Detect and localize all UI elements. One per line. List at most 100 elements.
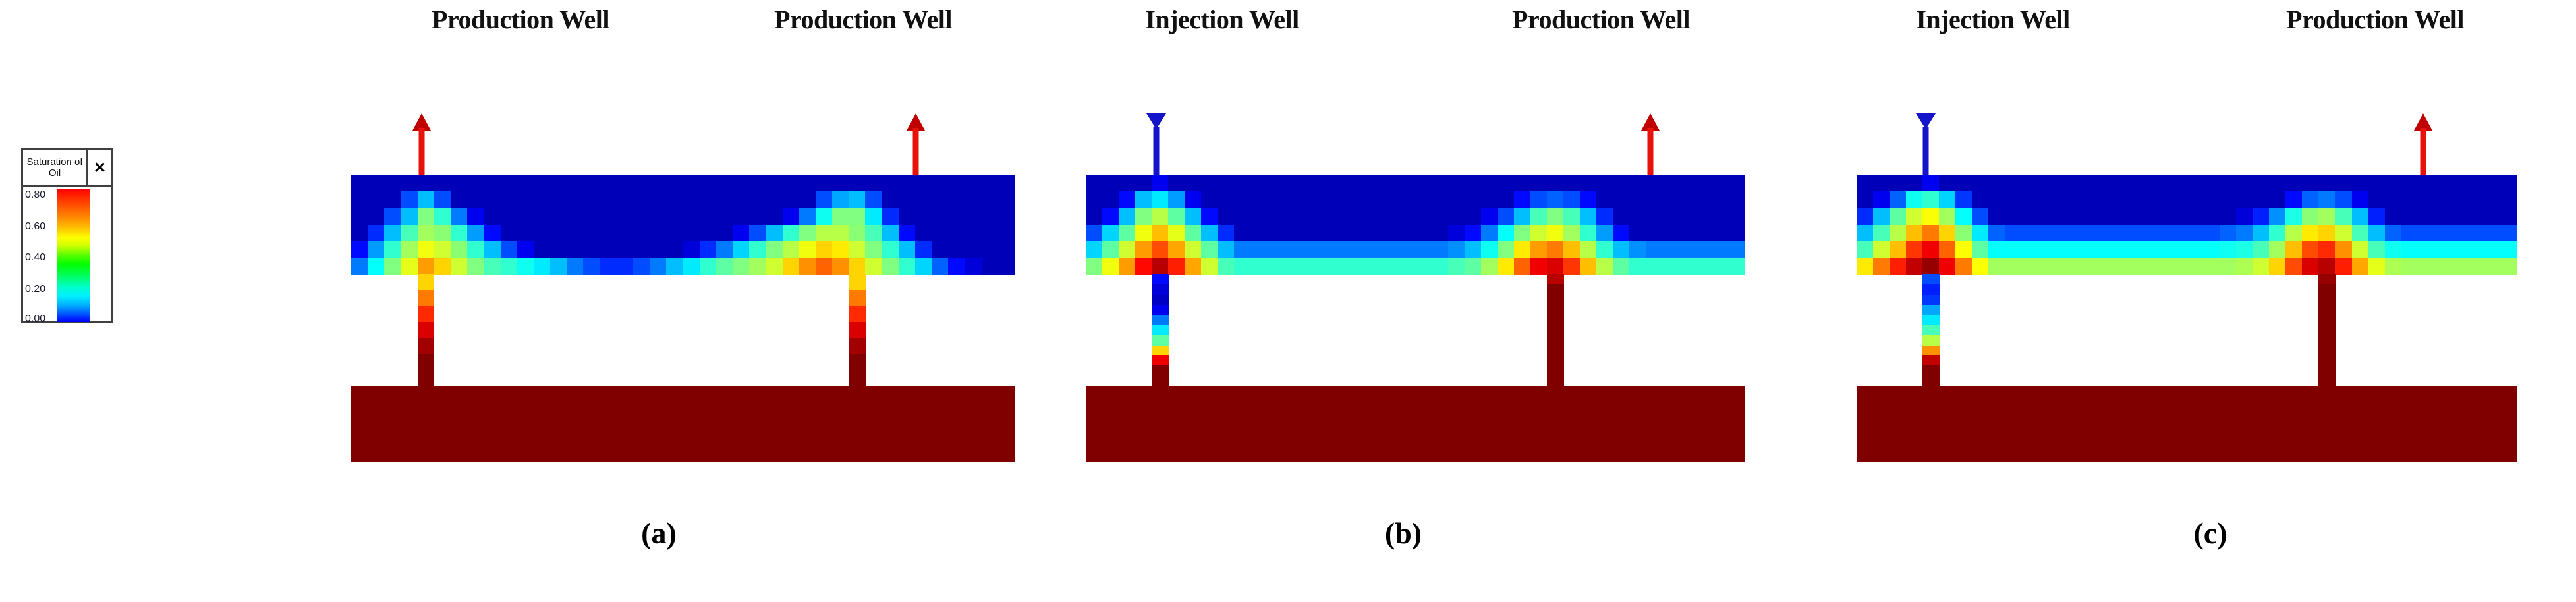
saturation-cell [1988,175,2006,192]
saturation-cell [1086,208,1103,226]
saturation-cell [1939,241,1956,258]
saturation-cell [1955,241,1973,258]
saturation-cell [2253,191,2270,208]
saturation-cell [1481,241,1498,258]
wellbore-cell [849,274,866,291]
saturation-cell [865,175,883,192]
saturation-cell [1432,241,1449,258]
saturation-cell [467,175,484,192]
saturation-cell [1185,208,1202,226]
saturation-cell [1890,208,1907,226]
saturation-cell [2318,175,2336,192]
saturation-cell [2220,191,2237,208]
saturation-cell [1712,191,1729,208]
saturation-cell [2187,175,2204,192]
saturation-cell [1465,241,1482,258]
saturation-cell [2467,175,2484,192]
saturation-cell [2269,224,2286,242]
wellbore-cell [2318,315,2336,326]
saturation-cell [849,224,866,242]
saturation-cell [997,257,1015,275]
wellbore-cell [849,306,866,323]
saturation-cell [865,224,883,242]
saturation-cell [2220,208,2237,226]
saturation-cell [1283,257,1301,275]
saturation-cell [650,208,667,226]
saturation-cell [1646,175,1663,192]
wellbore-cell [2318,274,2336,286]
saturation-cell [484,208,501,226]
saturation-cell [715,208,733,226]
saturation-cell [2285,208,2303,226]
arrow-shaft [418,128,425,176]
saturation-cell [1498,241,1515,258]
saturation-cell [1498,191,1515,208]
saturation-cell [798,208,816,226]
saturation-cell [632,257,650,275]
close-icon[interactable]: ✕ [86,150,111,185]
wellbore-cell [2318,365,2336,376]
saturation-cell [882,224,899,242]
saturation-cell [2038,257,2056,275]
saturation-cell [849,257,866,275]
saturation-cell [1857,241,1874,258]
saturation-cell [932,175,949,192]
saturation-cell [1922,191,1940,208]
saturation-cell [351,208,368,226]
saturation-cell [965,224,982,242]
saturation-cell [1563,175,1581,192]
saturation-cell [2054,257,2072,275]
saturation-cell [1613,175,1630,192]
saturation-raster [351,175,1015,462]
saturation-cell [368,175,385,192]
saturation-cell [1349,175,1366,192]
saturation-cell [2434,224,2451,242]
saturation-cell [600,208,617,226]
saturation-cell [2500,224,2517,242]
saturation-cell [567,208,584,226]
saturation-cell [2253,175,2270,192]
saturation-cell [882,191,899,208]
saturation-cell [2434,257,2451,275]
saturation-cell [417,257,435,275]
saturation-cell [2153,191,2171,208]
saturation-cell [997,175,1015,192]
saturation-cell [666,208,684,226]
wellbore-cell [1922,284,1940,295]
saturation-cell [1201,175,1218,192]
saturation-cell [948,191,966,208]
saturation-cell [500,208,518,226]
saturation-cell [650,191,667,208]
saturation-cell [1629,224,1646,242]
saturation-cell [1218,224,1235,242]
saturation-cell [1382,191,1399,208]
saturation-cell [583,191,601,208]
saturation-cell [2170,191,2187,208]
saturation-cell [2153,257,2171,275]
saturation-cell [1201,241,1218,258]
saturation-cell [417,224,435,242]
saturation-cell [782,241,800,258]
saturation-cell [401,241,418,258]
aquifer-slab [1857,386,2517,462]
saturation-cell [650,241,667,258]
saturation-cell [1890,257,1907,275]
saturation-cell [2137,191,2154,208]
saturation-cell [2187,241,2204,258]
saturation-cell [1448,257,1465,275]
saturation-cell [417,208,435,226]
saturation-cell [2384,191,2402,208]
saturation-cell [981,175,999,192]
saturation-cell [2269,208,2286,226]
saturation-cell [1448,191,1465,208]
saturation-cell [898,175,916,192]
saturation-cell [815,257,833,275]
saturation-cell [1399,224,1416,242]
saturation-cell [815,191,833,208]
saturation-cell [550,208,567,226]
saturation-cell [683,257,700,275]
saturation-cell [1135,241,1152,258]
saturation-cell [1629,191,1646,208]
saturation-cell [2071,208,2088,226]
wellbore-cell [1152,375,1169,386]
